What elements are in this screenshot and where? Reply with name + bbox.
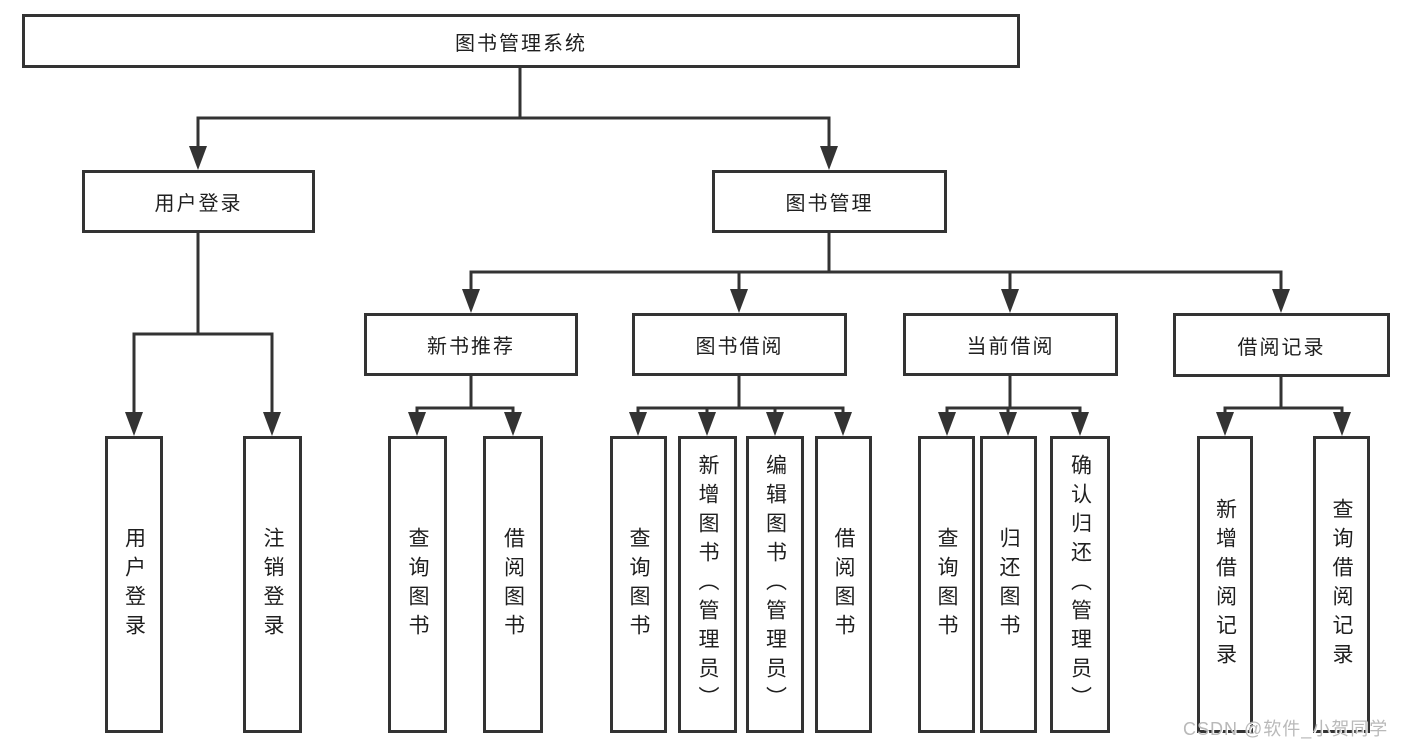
leaf-cb-confirm-return: 确认归还（管理员） [1050,436,1110,733]
leaf-nb-query-books-label: 查询图书 [406,526,429,643]
leaf-br-query-record-label: 查询借阅记录 [1330,497,1353,672]
leaf-logout-label: 注销登录 [261,526,284,643]
connector-arrowhead [1272,289,1290,313]
leaf-bb-edit-books: 编辑图书（管理员） [746,436,804,733]
connector-arrowhead [999,412,1017,436]
leaf-bb-borrow-books: 借阅图书 [815,436,872,733]
node-current-borrowing: 当前借阅 [903,313,1118,376]
node-user-login: 用户登录 [82,170,315,233]
leaf-bb-add-books-label: 新增图书（管理员） [696,454,719,715]
connector-arrowhead [698,412,716,436]
connector-arrowhead [730,289,748,313]
connector-arrowhead [766,412,784,436]
leaf-bb-query-books: 查询图书 [610,436,667,733]
connector-arrowhead [462,289,480,313]
connector-arrowhead [263,412,281,436]
leaf-cb-return-books: 归还图书 [980,436,1037,733]
leaf-bb-add-books: 新增图书（管理员） [678,436,737,733]
connector-arrowhead [938,412,956,436]
connector-arrowhead [504,412,522,436]
leaf-bb-query-books-label: 查询图书 [627,526,650,643]
leaf-br-add-record: 新增借阅记录 [1197,436,1253,733]
connector-arrowhead [834,412,852,436]
connector-arrowhead [1071,412,1089,436]
leaf-cb-query-books: 查询图书 [918,436,975,733]
leaf-bb-edit-books-label: 编辑图书（管理员） [763,454,787,715]
leaf-user-login-label: 用户登录 [122,526,146,643]
leaf-user-login: 用户登录 [105,436,163,733]
leaf-cb-query-books-label: 查询图书 [935,526,958,643]
leaf-logout: 注销登录 [243,436,302,733]
leaf-cb-confirm-return-label: 确认归还（管理员） [1068,454,1092,715]
node-root: 图书管理系统 [22,14,1020,68]
connector-arrowhead [629,412,647,436]
connector-arrowhead [189,146,207,170]
connector-arrowhead [820,146,838,170]
watermark-text: CSDN @软件_小贺同学 [1183,719,1389,739]
node-borrowing-records: 借阅记录 [1173,313,1390,377]
connector-arrowhead [1333,412,1351,436]
connector-arrowhead [125,412,143,436]
connector-arrowhead [408,412,426,436]
leaf-br-add-record-label: 新增借阅记录 [1213,497,1237,672]
connector-arrowhead [1216,412,1234,436]
node-book-borrowing: 图书借阅 [632,313,847,376]
leaf-br-query-record: 查询借阅记录 [1313,436,1370,733]
connector-arrowhead [1001,289,1019,313]
node-book-management: 图书管理 [712,170,947,233]
leaf-nb-borrow-books: 借阅图书 [483,436,543,733]
leaf-nb-query-books: 查询图书 [388,436,447,733]
leaf-cb-return-books-label: 归还图书 [997,526,1020,643]
leaf-nb-borrow-books-label: 借阅图书 [501,526,525,643]
node-new-book-recommend: 新书推荐 [364,313,578,376]
leaf-bb-borrow-books-label: 借阅图书 [832,526,855,643]
